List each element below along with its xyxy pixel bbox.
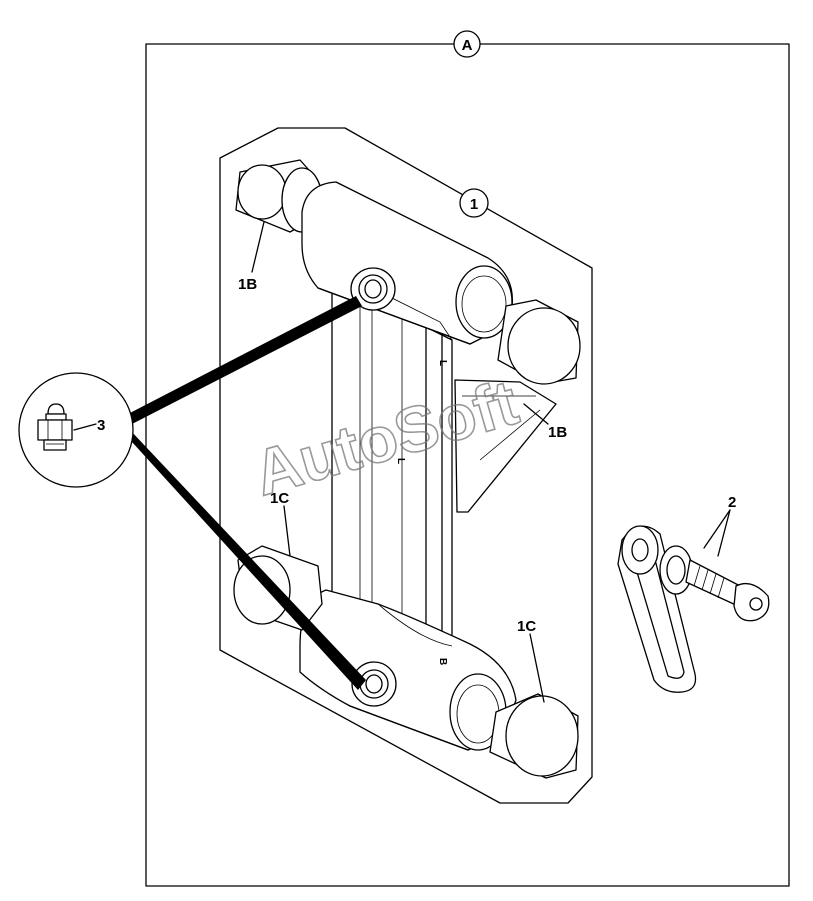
link-bar (331, 279, 453, 679)
part-1c-label-left: 1C (270, 490, 289, 507)
lower-housing (299, 589, 517, 751)
grease-fitting-icon (37, 403, 73, 451)
upper-housing (301, 181, 514, 345)
link-mark-middle: L (395, 458, 406, 464)
upper-right-pin (497, 299, 581, 385)
link-mark-lower: B (437, 658, 448, 665)
part-1-callout-label: 1 (470, 196, 478, 213)
part-1c-label-right: 1C (517, 618, 536, 635)
fitting-leader-lower (130, 430, 366, 690)
part-1b-label-right: 1B (548, 424, 567, 441)
part-3-label: 3 (97, 417, 105, 434)
part-1-callout-circle (459, 188, 489, 218)
lower-right-pin (489, 693, 579, 779)
shackle: 2 (617, 494, 770, 693)
part-2-label: 2 (728, 494, 736, 511)
rear-brace (454, 379, 557, 513)
fitting-leader-upper (128, 296, 362, 424)
base-plate (219, 127, 593, 804)
grease-fitting-detail: 3 (18, 296, 366, 690)
part-1b-label-left: 1B (238, 276, 257, 293)
view-callout-label: A (462, 37, 473, 54)
link-mark-upper: L (437, 360, 448, 366)
view-callout-circle (453, 30, 481, 58)
